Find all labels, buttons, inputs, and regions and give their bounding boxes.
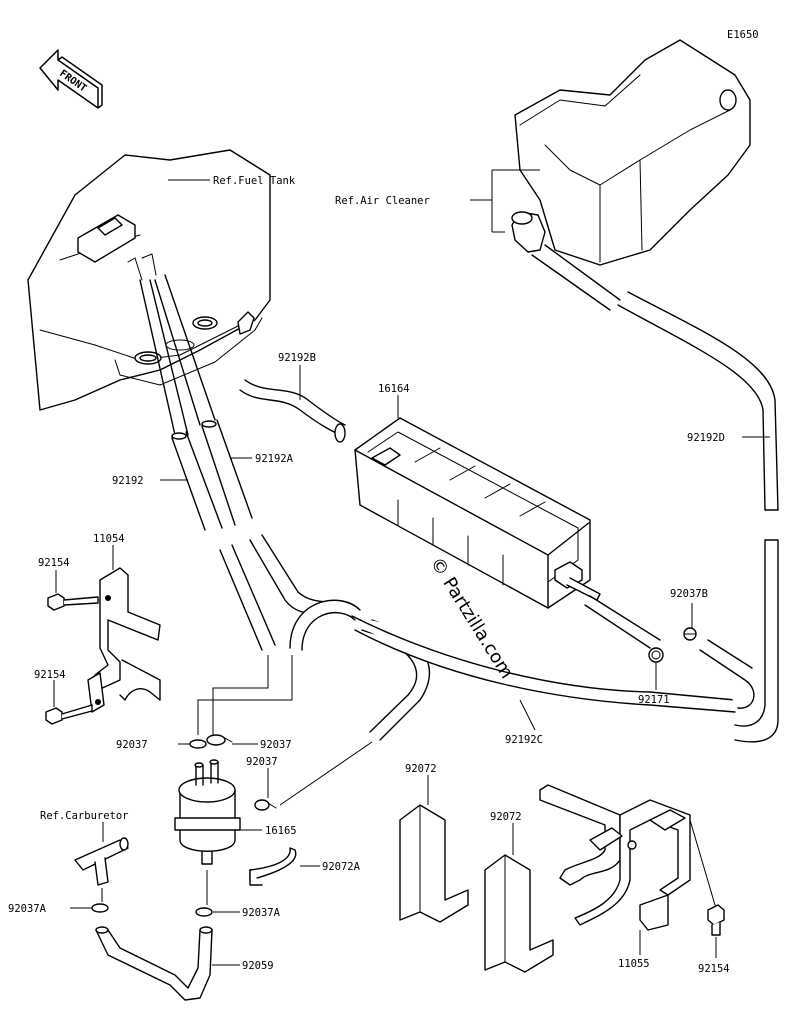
label-11054: 11054 xyxy=(93,533,125,545)
label-92192D: 92192D xyxy=(687,432,725,444)
label-ref-fuel-tank: Ref.Fuel Tank xyxy=(213,175,296,187)
fuel-tank xyxy=(27,149,271,411)
label-11055: 11055 xyxy=(618,958,650,970)
label-92192B: 92192B xyxy=(278,352,316,364)
clamp-92037-b xyxy=(206,734,233,746)
bracket-11055 xyxy=(539,784,691,931)
label-92192C: 92192C xyxy=(505,734,543,746)
label-92154-b: 92154 xyxy=(34,669,66,681)
label-92154-c: 92154 xyxy=(698,963,730,975)
band-92072-a xyxy=(399,804,469,923)
hose-lower-segments xyxy=(219,534,431,741)
front-arrow-icon: FRONT xyxy=(39,49,103,109)
bolt-92154-c xyxy=(689,819,725,936)
hose-92192C xyxy=(351,615,755,713)
diagram-id: E1650 xyxy=(727,29,759,41)
clamp-92037-c xyxy=(254,799,277,811)
label-92037-a: 92037 xyxy=(116,739,148,751)
label-16164: 16164 xyxy=(378,383,410,395)
label-92171: 92171 xyxy=(638,694,670,706)
hose-92192B xyxy=(239,379,346,443)
clamp-92037A-b xyxy=(195,907,213,917)
band-92072A xyxy=(249,847,297,886)
carburetor-tee xyxy=(74,837,129,886)
clamp-92037-a xyxy=(189,739,207,749)
label-16165: 16165 xyxy=(265,825,297,837)
band-92072-b xyxy=(484,854,554,973)
clamp-92037A-a xyxy=(91,903,109,913)
hose-92059 xyxy=(95,926,213,1001)
bolt-92154-b xyxy=(45,699,101,725)
bolt-92154-a xyxy=(47,593,111,611)
clamp-92171 xyxy=(648,647,664,663)
air-cleaner-box xyxy=(511,39,751,266)
label-92072-b: 92072 xyxy=(490,811,522,823)
label-92072A: 92072A xyxy=(322,861,361,873)
bracket-11054 xyxy=(87,567,161,713)
label-92154-a: 92154 xyxy=(38,557,70,569)
label-92037-b: 92037 xyxy=(260,739,292,751)
label-ref-air-cleaner: Ref.Air Cleaner xyxy=(335,195,430,207)
label-92037B: 92037B xyxy=(670,588,708,600)
label-92037-c: 92037 xyxy=(246,756,278,768)
label-92059: 92059 xyxy=(242,960,274,972)
hose-92192 xyxy=(139,279,223,531)
canister-16164 xyxy=(354,417,601,609)
label-92037A-b: 92037A xyxy=(242,907,281,919)
label-92192A: 92192A xyxy=(255,453,294,465)
clamp-92037B xyxy=(683,627,697,641)
label-92192: 92192 xyxy=(112,475,144,487)
label-92037A-a: 92037A xyxy=(8,903,47,915)
label-ref-carburetor: Ref.Carburetor xyxy=(40,810,129,822)
label-92072-a: 92072 xyxy=(405,763,437,775)
hose-92192A xyxy=(154,274,253,526)
filter-16165 xyxy=(174,759,241,865)
